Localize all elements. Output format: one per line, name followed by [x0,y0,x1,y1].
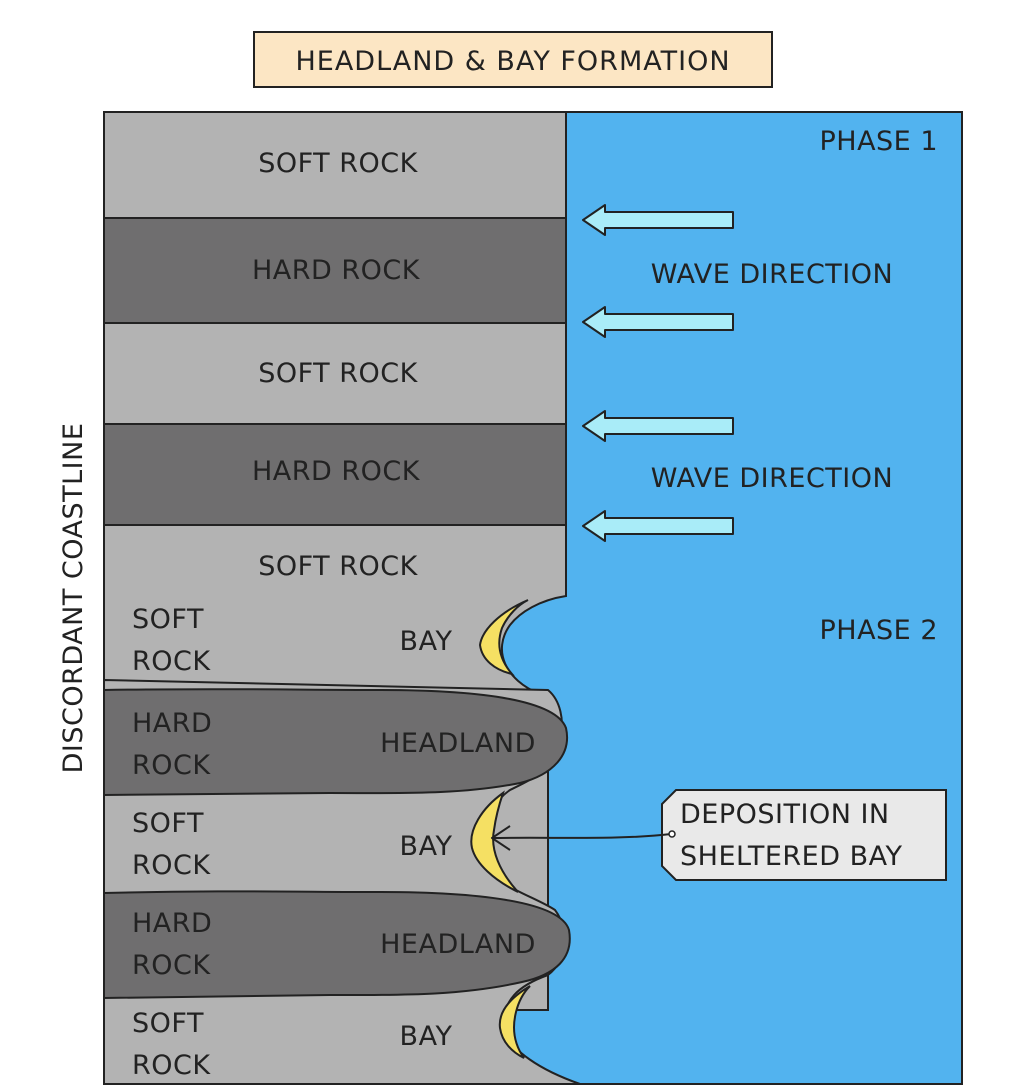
rock-label-line1: SOFT [132,1008,204,1039]
callout-pointer-arrow [491,825,676,851]
rock-label-line2: ROCK [132,1050,211,1081]
title-box: HEADLAND & BAY FORMATION [253,31,773,88]
feature-label-bay: BAY [400,626,453,657]
bay-sand-1 [478,599,529,676]
callout-line2: SHELTERED BAY [680,841,902,872]
rock-label-line2: ROCK [132,850,211,881]
rock-label-line2: ROCK [132,646,211,677]
headland-1 [103,688,569,797]
rock-label-line2: ROCK [132,950,211,981]
wave-arrow-icon [582,306,734,338]
feature-label-bay: BAY [400,831,453,862]
wave-arrow-icon [582,204,734,236]
phase1-band-soft-rock-2 [103,322,567,425]
phase1-band-label: SOFT ROCK [258,148,418,179]
diagram-title: HEADLAND & BAY FORMATION [295,46,730,77]
rock-label-line1: HARD [132,708,212,739]
feature-label-headland: HEADLAND [380,929,536,960]
wave-direction-label: WAVE DIRECTION [651,259,893,290]
rock-label-line2: ROCK [132,750,211,781]
phase1-label: PHASE 1 [819,126,938,157]
wave-arrow-icon [582,510,734,542]
callout-box: DEPOSITION IN SHELTERED BAY [661,789,947,881]
bay-sand-3 [498,985,531,1059]
phase1-band-label: SOFT ROCK [258,551,418,582]
phase1-band-label: SOFT ROCK [258,358,418,389]
rock-label-line1: SOFT [132,808,204,839]
feature-label-bay: BAY [400,1021,453,1052]
wave-arrow-icon [582,410,734,442]
phase2-label: PHASE 2 [819,615,938,646]
phase1-band-hard-rock-2 [103,423,567,526]
wave-direction-label: WAVE DIRECTION [651,463,893,494]
rock-label-line1: SOFT [132,604,204,635]
headland-2 [103,890,571,1000]
phase1-band-hard-rock-1 [103,217,567,324]
rock-label-line1: HARD [132,908,212,939]
phase1-band-label: HARD ROCK [252,255,421,286]
bay-sand-2 [470,790,519,893]
side-label: DISCORDANT COASTLINE [58,423,89,774]
phase1-band-soft-rock-1 [103,111,567,219]
feature-label-headland: HEADLAND [380,728,536,759]
phase1-band-label: HARD ROCK [252,456,421,487]
callout-line1: DEPOSITION IN [680,799,890,830]
